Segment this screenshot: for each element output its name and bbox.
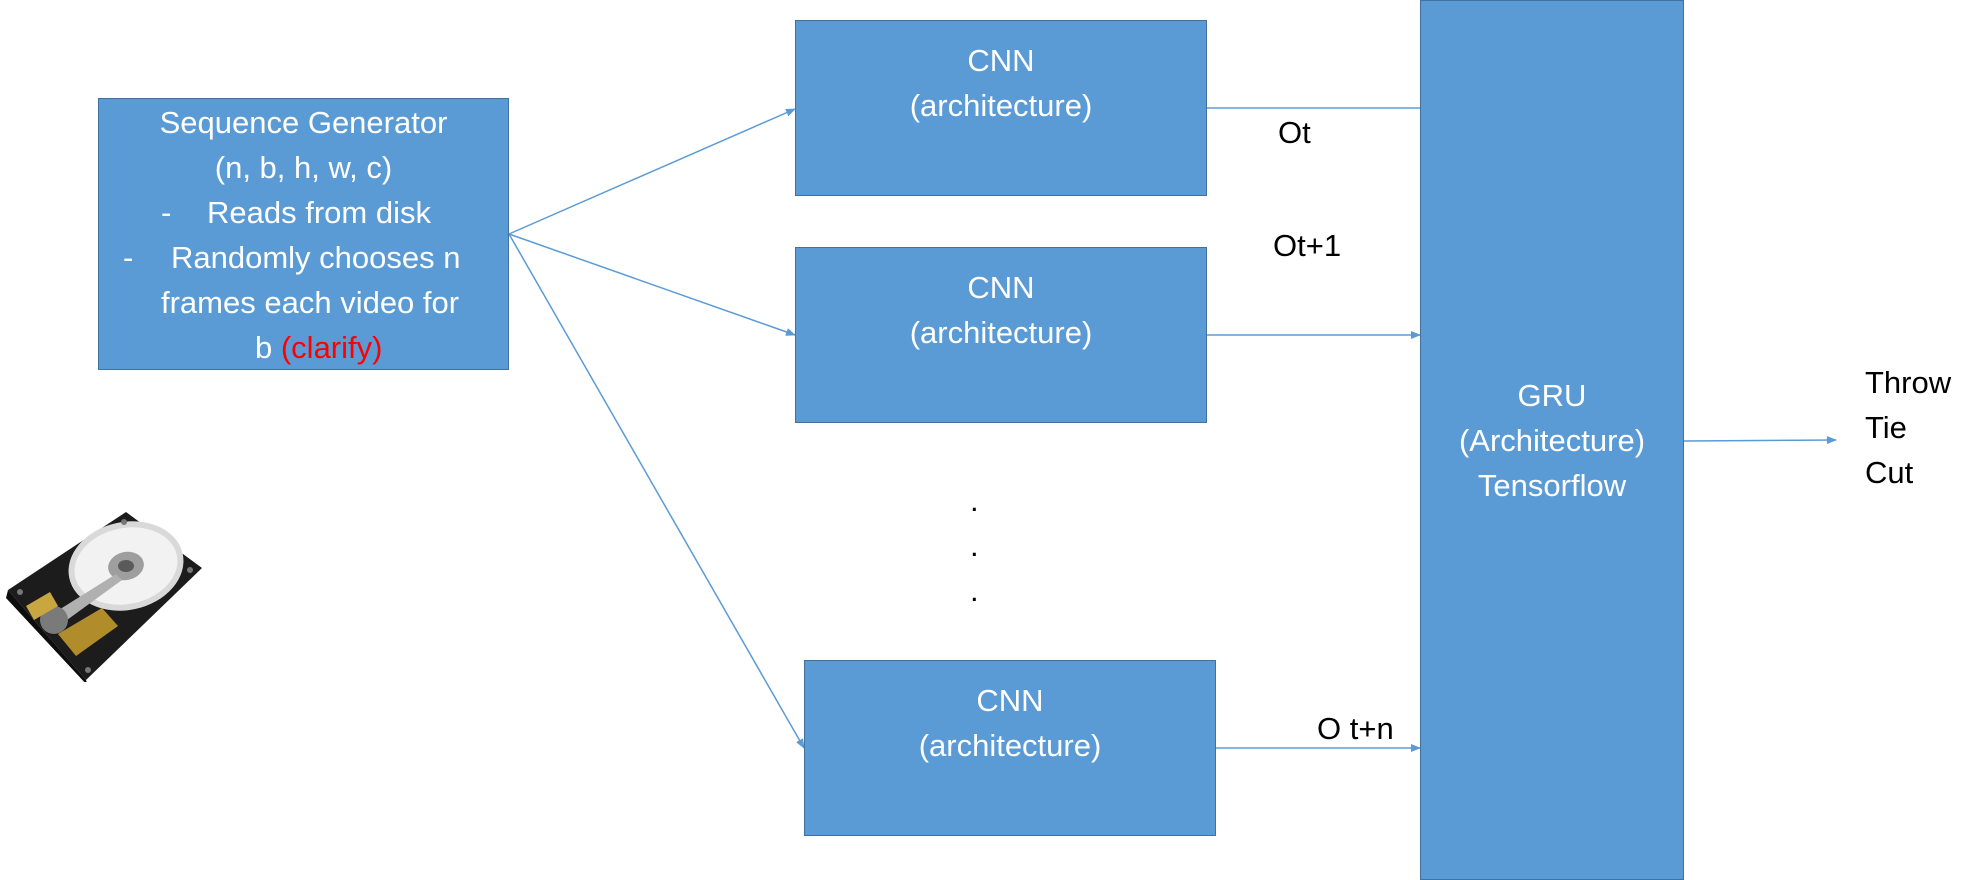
hard-drive-icon — [6, 512, 202, 682]
gru-framework: Tensorflow — [1477, 468, 1627, 503]
cnn-block-1: CNN (architecture) — [795, 20, 1207, 196]
cnn-subtitle: (architecture) — [918, 728, 1102, 763]
sequence-generator-params: (n, b, h, w, c) — [214, 150, 393, 185]
class-label: Cut — [1865, 455, 1914, 490]
bullet-text: b — [255, 330, 281, 365]
output-label-ot: Ot — [1278, 115, 1311, 150]
bullet-randomly-chooses: - Randomly chooses n — [99, 235, 508, 280]
bullet-continuation: b (clarify) — [99, 325, 508, 370]
cnn-title: CNN — [976, 683, 1044, 718]
bullet-text: frames each video for — [161, 285, 460, 320]
output-label-ot1: Ot+1 — [1273, 228, 1342, 263]
gru-architecture: (Architecture) — [1458, 423, 1646, 458]
vertical-ellipsis: . . . — [970, 478, 984, 613]
cnn-subtitle: (architecture) — [909, 315, 1093, 350]
sequence-generator-title: Sequence Generator — [159, 105, 448, 140]
output-classes: Throw Tie Cut — [1865, 360, 1951, 495]
cnn-title: CNN — [967, 43, 1035, 78]
arrow-gru-to-output — [1683, 436, 1837, 445]
clarify-note: (clarify) — [280, 330, 383, 365]
bullet-text: Randomly chooses n — [171, 240, 461, 275]
bullet-text: Reads from disk — [207, 195, 431, 230]
ellipsis-dot: . — [970, 483, 979, 518]
arrow-seq-to-cnn-2 — [508, 233, 796, 336]
ellipsis-dot: . — [970, 573, 979, 608]
class-label: Throw — [1865, 365, 1952, 400]
bullet-text-wrap: b (clarify) — [255, 325, 382, 370]
bullet-continuation: frames each video for — [99, 280, 508, 325]
bullet-marker: - — [123, 240, 134, 275]
bullet-marker: - — [161, 195, 172, 230]
gru-block: GRU (Architecture) Tensorflow — [1420, 0, 1684, 880]
cnn-subtitle: (architecture) — [909, 88, 1093, 123]
arrow-seq-to-cnn-3 — [508, 233, 805, 749]
arrow-seq-to-cnn-1 — [508, 108, 796, 235]
cnn-block-2: CNN (architecture) — [795, 247, 1207, 423]
gru-title: GRU — [1517, 378, 1587, 413]
class-label: Tie — [1865, 410, 1907, 445]
bullet-reads-from-disk: - Reads from disk — [99, 190, 508, 235]
sequence-generator-box: Sequence Generator (n, b, h, w, c) - Rea… — [98, 98, 509, 370]
cnn-title: CNN — [967, 270, 1035, 305]
ellipsis-dot: . — [970, 528, 979, 563]
output-label-otn: O t+n — [1317, 711, 1394, 746]
cnn-block-3: CNN (architecture) — [804, 660, 1216, 836]
